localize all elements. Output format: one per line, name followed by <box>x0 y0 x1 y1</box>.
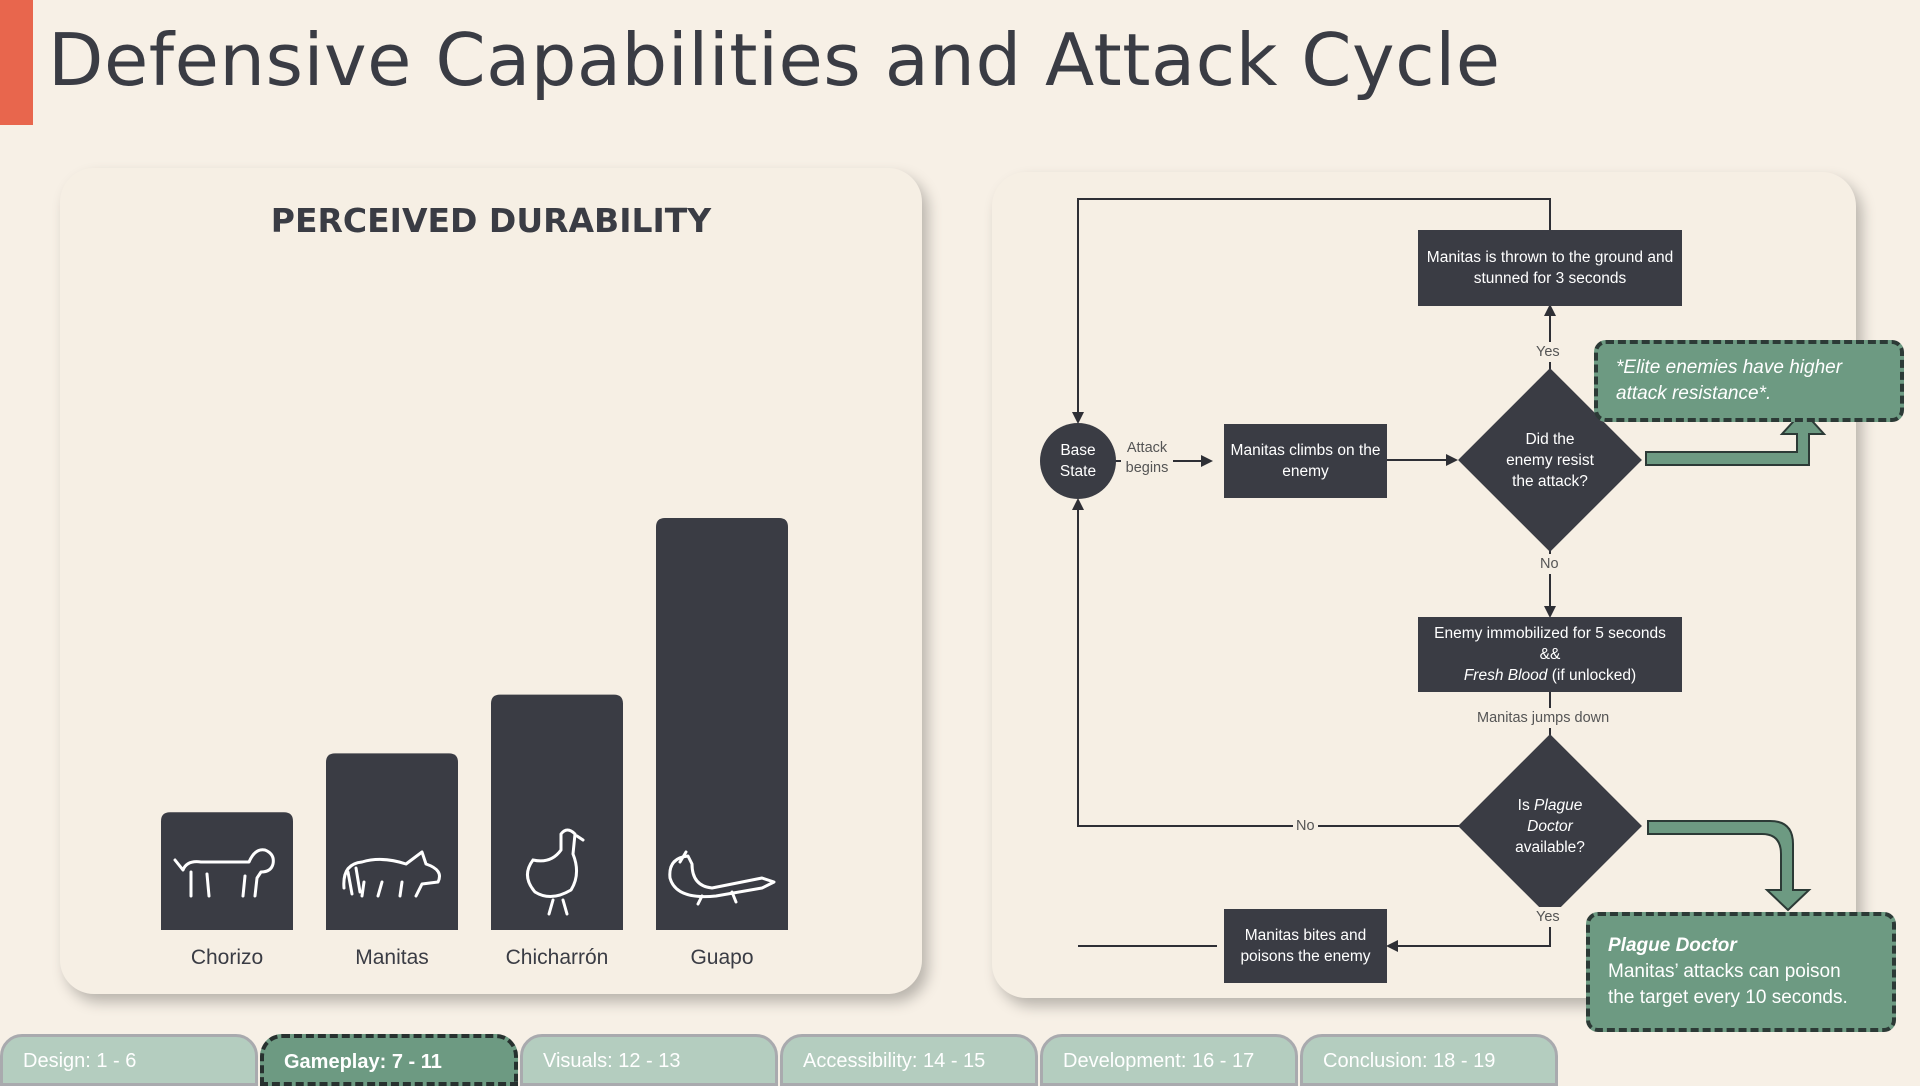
nav-tab-conclusion[interactable]: Conclusion: 18 - 19 <box>1300 1034 1558 1086</box>
bites-line2: poisons the enemy <box>1240 948 1371 965</box>
raccoon-icon <box>342 850 441 898</box>
resist-line2: enemy resist <box>1506 451 1594 469</box>
immobilized-line3: Fresh Blood (if unlocked) <box>1464 665 1636 686</box>
climbs-box: Manitas climbs on the enemy <box>1224 424 1387 498</box>
is-text: Is <box>1517 796 1535 814</box>
base-state-line1: Base <box>1060 442 1096 459</box>
alligator-icon <box>668 850 776 906</box>
nav-tab-design[interactable]: Design: 1 - 6 <box>0 1034 258 1086</box>
base-state-node: Base State <box>1040 423 1116 499</box>
nav-tab-visuals[interactable]: Visuals: 12 - 13 <box>520 1034 778 1086</box>
fresh-blood-text: Fresh Blood <box>1463 667 1548 684</box>
resist-line1: Did the <box>1525 430 1575 448</box>
no-label-1: No <box>1537 554 1562 574</box>
attack-begins-label: Attack begins <box>1121 438 1173 478</box>
plague-doctor-note: Plague Doctor Manitas’ attacks can poiso… <box>1586 912 1896 1032</box>
category-label-0: Chorizo <box>191 946 263 969</box>
plague-decision-label: Is Plague Doctor available? <box>1470 786 1630 866</box>
plague-note-line2: the target every 10 seconds. <box>1608 987 1848 1008</box>
arrow-stunned-to-base <box>1072 198 1551 424</box>
climbs-line2: enemy <box>1282 463 1329 480</box>
accent-bar <box>0 0 33 125</box>
stunned-line1: Manitas is thrown to the ground and <box>1426 249 1674 266</box>
category-label-2: Chicharrón <box>506 946 609 969</box>
available-text: available? <box>1515 838 1585 856</box>
bar-chorizo <box>161 812 293 930</box>
nav-tab-conclusion-label: Conclusion: 18 - 19 <box>1323 1050 1496 1072</box>
nav-tab-visuals-label: Visuals: 12 - 13 <box>543 1050 681 1072</box>
nav-tab-accessibility[interactable]: Accessibility: 14 - 15 <box>780 1034 1038 1086</box>
immobilized-line2: && <box>1539 646 1561 663</box>
chart-title: PERCEIVED DURABILITY <box>271 201 713 240</box>
nav-tab-design-label: Design: 1 - 6 <box>23 1050 137 1072</box>
bites-box: Manitas bites and poisons the enemy <box>1224 909 1387 983</box>
bar-guapo <box>656 518 788 930</box>
no-label-2: No <box>1293 816 1318 836</box>
nav-tab-gameplay[interactable]: Gameplay: 7 - 11 <box>260 1034 518 1086</box>
category-label-1: Manitas <box>355 946 429 969</box>
stunned-box: Manitas is thrown to the ground and stun… <box>1418 230 1682 306</box>
immobilized-line1: Enemy immobilized for 5 seconds <box>1434 625 1666 642</box>
nav-tab-development[interactable]: Development: 16 - 17 <box>1040 1034 1298 1086</box>
category-label-3: Guapo <box>690 946 753 969</box>
immobilized-box: Enemy immobilized for 5 seconds && Fresh… <box>1418 617 1682 692</box>
attack-begins-line2: begins <box>1125 460 1169 476</box>
attack-cycle-flowchart: Base State Attack begins Manitas climbs … <box>992 172 1856 998</box>
bar-manitas <box>326 753 458 930</box>
doctor-text: Doctor <box>1527 817 1573 835</box>
durability-chart-panel: PERCEIVED DURABILITY Chorizo Manitas Chich… <box>60 168 922 994</box>
elite-enemies-note: *Elite enemies have higher attack resist… <box>1594 340 1904 422</box>
plague-note-title: Plague Doctor <box>1608 935 1737 956</box>
plague-text: Plague <box>1534 796 1583 814</box>
jumps-down-label: Manitas jumps down <box>1474 708 1613 728</box>
slide-title: Defensive Capabilities and Attack Cycle <box>48 18 1501 102</box>
arrow-no-to-base <box>1072 498 1460 827</box>
stunned-line2: stunned for 3 seconds <box>1473 270 1627 287</box>
plague-callout-arrow <box>1647 820 1812 912</box>
resist-decision-label: Did the enemy resist the attack? <box>1470 420 1630 500</box>
plague-line1: Is Plague <box>1518 795 1583 816</box>
durability-chart: PERCEIVED DURABILITY Chorizo Manitas Chich… <box>161 201 788 969</box>
yes-label-2: Yes <box>1533 907 1563 927</box>
resist-line3: the attack? <box>1512 472 1588 490</box>
climbs-line1: Manitas climbs on the <box>1230 442 1381 459</box>
plague-note-line1: Manitas’ attacks can poison <box>1608 961 1841 982</box>
bar-chicharrn <box>491 694 623 930</box>
attack-begins-line1: Attack <box>1126 440 1168 456</box>
arrow-yes-to-bites <box>1386 891 1551 952</box>
elite-note-line2: attack resistance*. <box>1616 383 1772 404</box>
nav-tab-gameplay-label: Gameplay: 7 - 11 <box>284 1051 442 1073</box>
nav-tab-accessibility-label: Accessibility: 14 - 15 <box>803 1050 986 1072</box>
bites-line1: Manitas bites and <box>1244 927 1367 944</box>
if-unlocked-text: (if unlocked) <box>1547 667 1637 684</box>
yes-label-1: Yes <box>1533 342 1563 362</box>
elite-note-line1: *Elite enemies have higher <box>1616 357 1843 378</box>
nav-tab-development-label: Development: 16 - 17 <box>1063 1050 1255 1072</box>
dachshund-icon <box>173 848 275 898</box>
chicken-icon <box>526 828 585 916</box>
base-state-line2: State <box>1059 463 1097 480</box>
